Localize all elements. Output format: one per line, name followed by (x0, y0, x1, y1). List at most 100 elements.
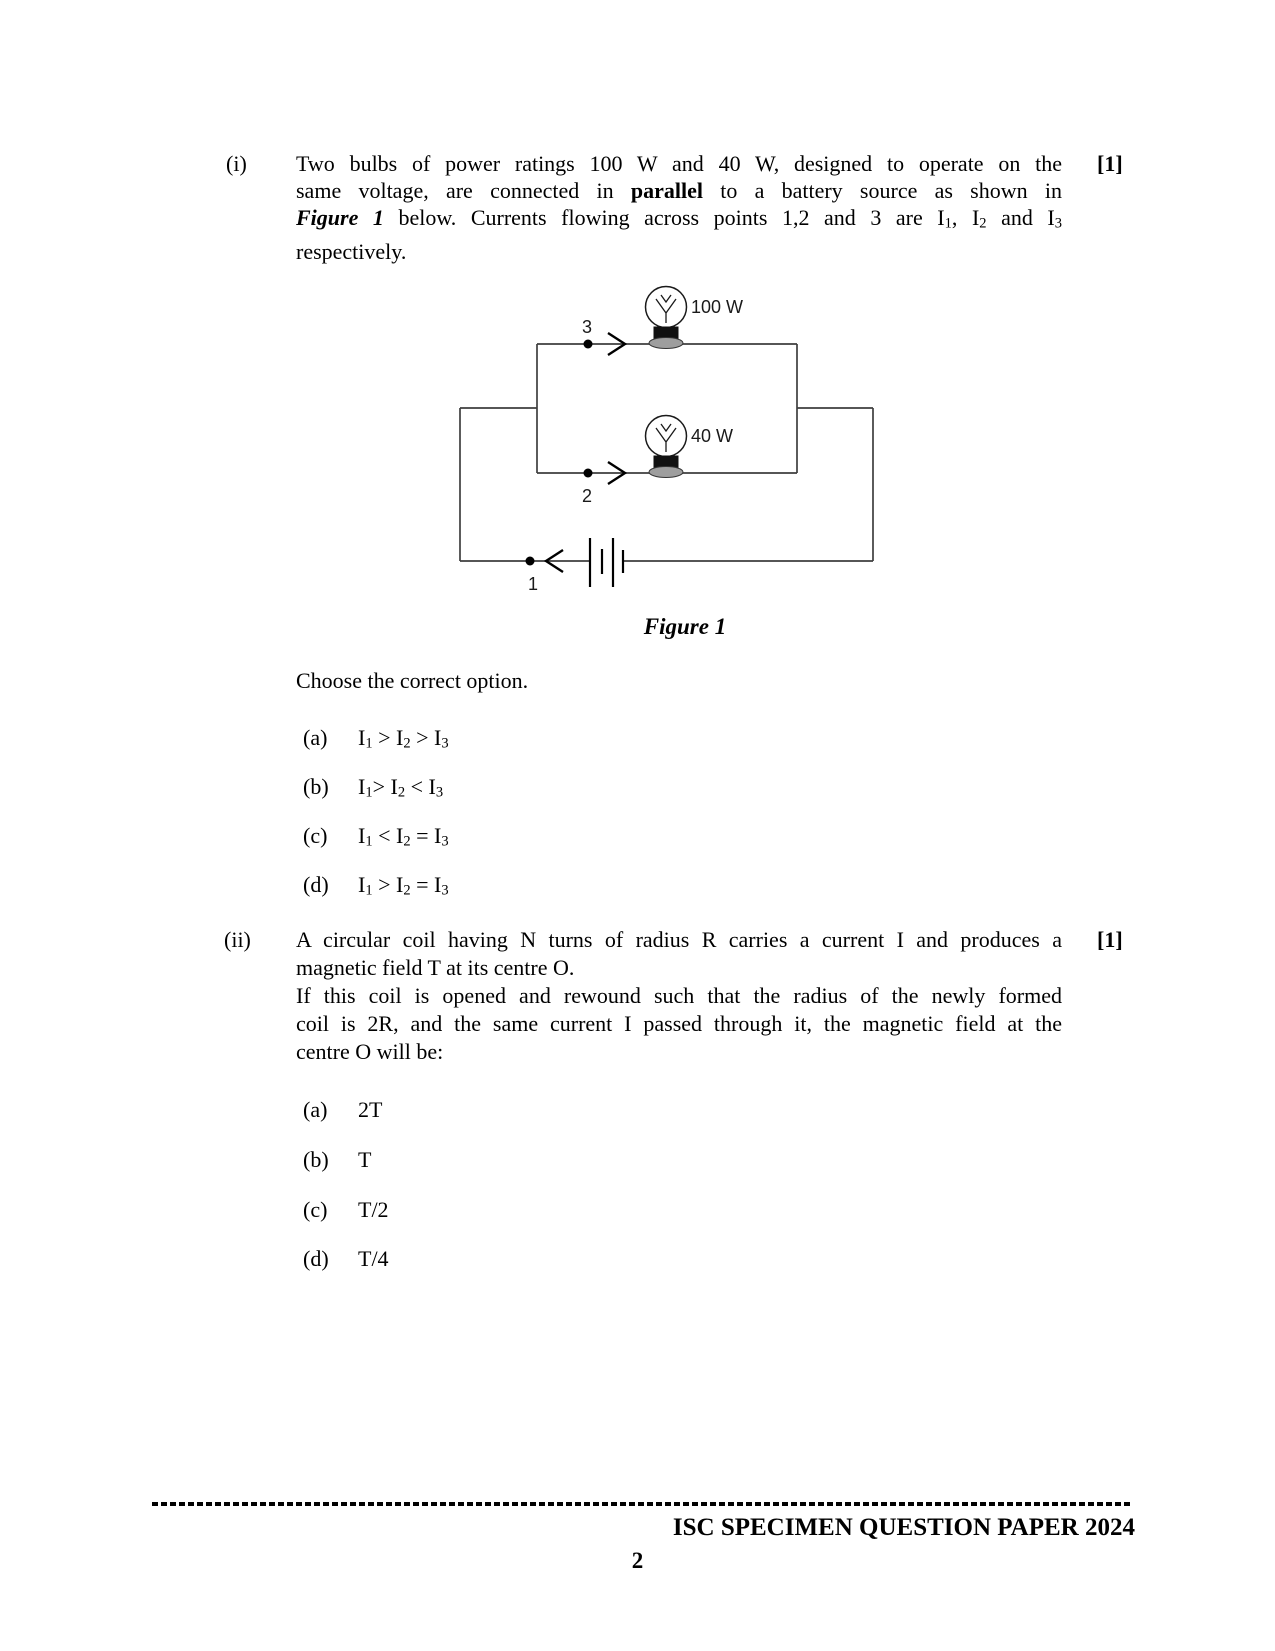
option-value: T/4 (358, 1246, 389, 1271)
bulb-filament (655, 423, 677, 452)
text-run: below. Currents flowing across points 1,… (383, 205, 945, 230)
text-run: > I (410, 725, 442, 750)
option-row-c: (c) I1 < I2 = I3 (303, 822, 449, 856)
option-value: I1 > I2 > I3 (358, 725, 449, 752)
figure-caption: Figure 1 (643, 614, 727, 639)
text-run: and I (986, 205, 1055, 230)
text-run: 2 (403, 833, 411, 850)
choose-option-prompt: Choose the correct option. (296, 668, 529, 693)
text-line: respectively. (296, 238, 1062, 265)
bulb-100w-icon (644, 285, 688, 349)
question-i-number: (i) (226, 151, 247, 176)
option-label: (c) (303, 1197, 328, 1222)
text-run: = I (410, 872, 442, 897)
option-row-d: (d) I1 > I2 = I3 (303, 871, 449, 905)
text-run: Figure 1 (296, 205, 384, 230)
text-run: centre O will be: (296, 1039, 444, 1064)
text-run: magnetic field T at its centre O. (296, 955, 575, 980)
bulb-socket (648, 337, 684, 349)
option-label: (a) (303, 1097, 328, 1122)
text-run: T/4 (358, 1246, 389, 1271)
option-label: (d) (303, 1246, 329, 1271)
text-run: 2 (403, 882, 411, 899)
footer-title: ISC SPECIMEN QUESTION PAPER 2024 (672, 1514, 1135, 1541)
text-line: Figure 1 below. Currents flowing across … (296, 204, 1062, 238)
text-run: > I (372, 774, 398, 799)
text-run: 3 (435, 784, 444, 801)
text-run: 1 (365, 882, 373, 899)
question-i-marks-badge: [1] (1097, 151, 1123, 176)
text-run: I (358, 725, 366, 750)
text-run: I (358, 823, 366, 848)
text-run: same voltage, are connected in (296, 178, 631, 203)
option-value: T/2 (358, 1197, 389, 1222)
text-line: A circular coil having N turns of radius… (296, 926, 1062, 954)
option-row-b: (b) I1> I2 < I3 (303, 773, 443, 807)
node-1-label: 1 (528, 574, 538, 594)
node-3-dot (583, 339, 593, 349)
node-1-dot (525, 556, 535, 566)
page-number: 2 (631, 1548, 644, 1573)
text-run: 1 (944, 215, 952, 232)
current-arrow-right-icon (607, 460, 628, 486)
text-run: 2 (403, 735, 411, 752)
text-run: I (358, 872, 366, 897)
text-line: same voltage, are connected in parallel … (296, 177, 1062, 204)
text-line: Two bulbs of power ratings 100 W and 40 … (296, 150, 1062, 177)
bulb-100w-label: 100 W (691, 297, 743, 317)
text-run: parallel (630, 178, 703, 203)
text-run: 3 (1054, 215, 1062, 232)
text-run: Two bulbs of power ratings 100 W and 40 … (296, 151, 1062, 176)
option-row-d: (d) T/4 (303, 1245, 389, 1272)
text-run: < I (372, 823, 404, 848)
battery-icon (588, 538, 625, 587)
question-ii-body: A circular coil having N turns of radius… (296, 926, 1062, 1066)
text-line: magnetic field T at its centre O. (296, 954, 1062, 982)
bulb-40w-label: 40 W (691, 426, 733, 446)
question-ii-marks-badge: [1] (1097, 927, 1123, 952)
text-run: 1 (365, 833, 373, 850)
node-2-dot (583, 468, 593, 478)
option-value: 2T (358, 1097, 382, 1122)
bulb-40w-icon (644, 414, 688, 478)
text-run: If this coil is opened and rewound such … (296, 983, 1062, 1008)
option-value: T (358, 1147, 371, 1172)
option-value: I1 > I2 = I3 (358, 872, 449, 899)
text-line: If this coil is opened and rewound such … (296, 982, 1062, 1010)
question-i-body: Two bulbs of power ratings 100 W and 40 … (296, 150, 1062, 265)
option-label: (d) (303, 872, 329, 897)
text-run: = I (410, 823, 442, 848)
text-run: , I (951, 205, 980, 230)
current-arrow-right-icon (607, 331, 628, 357)
option-label: (b) (303, 774, 329, 799)
text-run: to a battery source as shown in (702, 178, 1062, 203)
node-2-label: 2 (582, 486, 592, 506)
text-run: < I (405, 774, 436, 799)
option-row-a: (a)I1 > I2 > I3 (303, 724, 449, 758)
current-arrow-left-icon (543, 548, 564, 574)
text-run: 3 (441, 833, 449, 850)
text-run: 3 (441, 882, 449, 899)
text-run: 1 (365, 735, 373, 752)
option-label: (c) (303, 823, 328, 848)
text-line: centre O will be: (296, 1038, 1062, 1066)
figure-1-circuit-diagram: 100 W 40 W 3 2 1 (459, 285, 874, 594)
text-run: 1 (365, 784, 373, 801)
text-run: > I (372, 872, 404, 897)
outer-loop-wires (459, 407, 874, 561)
text-run: 2T (358, 1097, 383, 1122)
text-run: > I (372, 725, 404, 750)
option-value: I1 < I2 = I3 (358, 823, 449, 850)
option-label: (b) (303, 1147, 329, 1172)
node-3-label: 3 (582, 317, 592, 337)
text-run: A circular coil having N turns of radius… (296, 927, 1062, 952)
text-run: T/2 (358, 1197, 389, 1222)
option-value: I1> I2 < I3 (358, 774, 444, 801)
text-run: 2 (397, 784, 406, 801)
bulb-filament (655, 294, 677, 323)
text-run: respectively. (296, 238, 407, 264)
text-run: 2 (979, 215, 987, 232)
option-row-c: (c) T/2 (303, 1196, 389, 1223)
bulb-socket (648, 466, 684, 478)
